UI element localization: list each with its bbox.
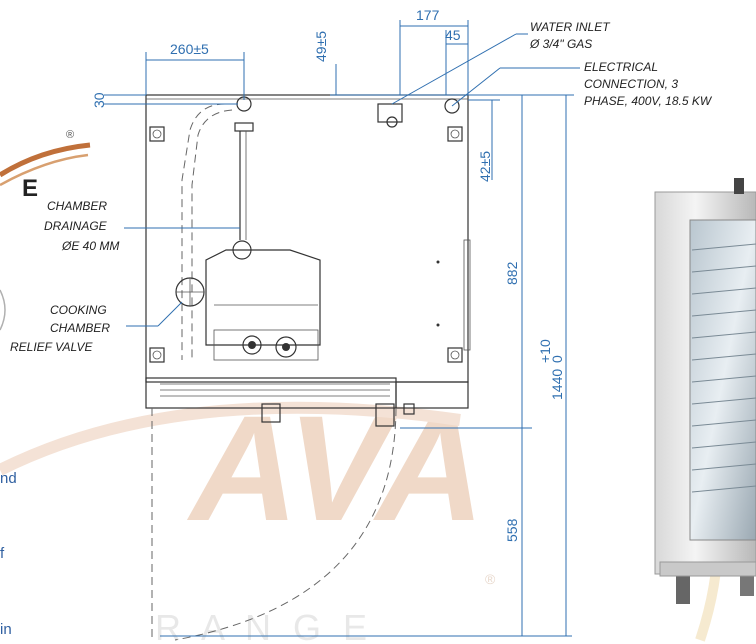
- electrical-connector: [444, 98, 460, 114]
- connector-1: [242, 335, 262, 355]
- right-dot-1: [436, 260, 440, 264]
- dim-558: 558: [504, 518, 520, 542]
- dim-42: 42±5: [477, 151, 493, 182]
- corner-foot-tr: [447, 126, 463, 142]
- appliance-top-view: [145, 94, 471, 427]
- connector-2: [275, 336, 297, 358]
- dim-49: 49±5: [313, 31, 329, 62]
- label-electrical-1: ELECTRICAL: [584, 60, 658, 74]
- corner-foot-bl: [149, 347, 165, 363]
- internal-pipe-dashed: [181, 103, 226, 360]
- label-relief-valve-1: COOKING: [50, 303, 107, 317]
- handle-left: [261, 403, 281, 423]
- corner-foot-br: [447, 347, 463, 363]
- oven-glass-door: [689, 219, 756, 541]
- watermark-reg-mark: ®: [485, 571, 496, 587]
- label-relief-valve-3: RELIEF VALVE: [10, 340, 93, 354]
- dim-882: 882: [504, 261, 520, 285]
- front-foot: [403, 403, 415, 415]
- dim-30: 30: [91, 92, 107, 108]
- drain-top-block: [234, 122, 254, 132]
- center-unit-base: [213, 329, 319, 361]
- dim-45: 45: [445, 27, 461, 43]
- label-chamber-drainage-2: DRAINAGE: [44, 219, 108, 233]
- handle-right: [375, 403, 395, 427]
- right-dot-2: [436, 323, 440, 327]
- center-unit: [205, 249, 321, 346]
- appliance-body: [145, 94, 469, 383]
- oven-chimney: [734, 178, 744, 194]
- watermark-subtext: R A N G E: [155, 607, 373, 644]
- front-right-block: [395, 381, 469, 409]
- oven-leg-left: [676, 574, 690, 604]
- label-chamber-drainage-1: CHAMBER: [47, 199, 107, 213]
- dim-260: 260±5: [170, 41, 209, 57]
- water-inlet-fitting: [377, 103, 403, 123]
- oven-leg-right: [740, 574, 754, 596]
- side-text-fragments: nd f in: [0, 470, 17, 638]
- label-electrical-3: PHASE, 400V, 18.5 KW: [584, 94, 713, 108]
- logo-swoosh: [0, 142, 91, 178]
- brand-logo-fragment: E ®: [0, 129, 91, 331]
- dim-177: 177: [416, 7, 440, 23]
- dimensions: 177 45 49±5 260±5 30 42±5 882 558 1440: [91, 7, 574, 637]
- side-text-1: nd: [0, 470, 17, 487]
- connector-2-inner: [282, 343, 290, 351]
- side-text-3: in: [0, 621, 12, 638]
- label-gas: Ø 3/4" GAS: [529, 37, 592, 51]
- watermark: AVA R A N G E ®: [0, 384, 723, 644]
- side-shape: [0, 289, 6, 331]
- label-relief-valve-2: CHAMBER: [50, 321, 110, 335]
- oven-racks: [691, 243, 756, 493]
- label-water-inlet: WATER INLET: [530, 20, 611, 34]
- label-chamber-drainage-3: ØE 40 MM: [61, 239, 119, 253]
- dim-1440-tol-upper: +10: [537, 339, 553, 363]
- callouts: WATER INLET Ø 3/4" GAS ELECTRICAL CONNEC…: [10, 20, 713, 354]
- dim-1440: 1440: [549, 369, 565, 400]
- corner-foot-tl: [149, 126, 165, 142]
- right-side-panel: [463, 239, 471, 351]
- logo-reg-mark: ®: [66, 129, 74, 141]
- connector-1-inner: [248, 341, 256, 349]
- label-electrical-2: CONNECTION, 3: [584, 77, 678, 91]
- watermark-swoosh: [0, 401, 461, 476]
- product-photo: [654, 178, 756, 604]
- water-inlet-valve: [386, 116, 398, 128]
- dim-1440-tol-lower: 0: [549, 355, 565, 363]
- side-text-2: f: [0, 545, 5, 562]
- logo-swoosh-2: [0, 153, 89, 187]
- logo-letter: E: [22, 175, 38, 202]
- internal-pipe-dashed-2: [191, 109, 233, 360]
- oven-base: [659, 561, 756, 577]
